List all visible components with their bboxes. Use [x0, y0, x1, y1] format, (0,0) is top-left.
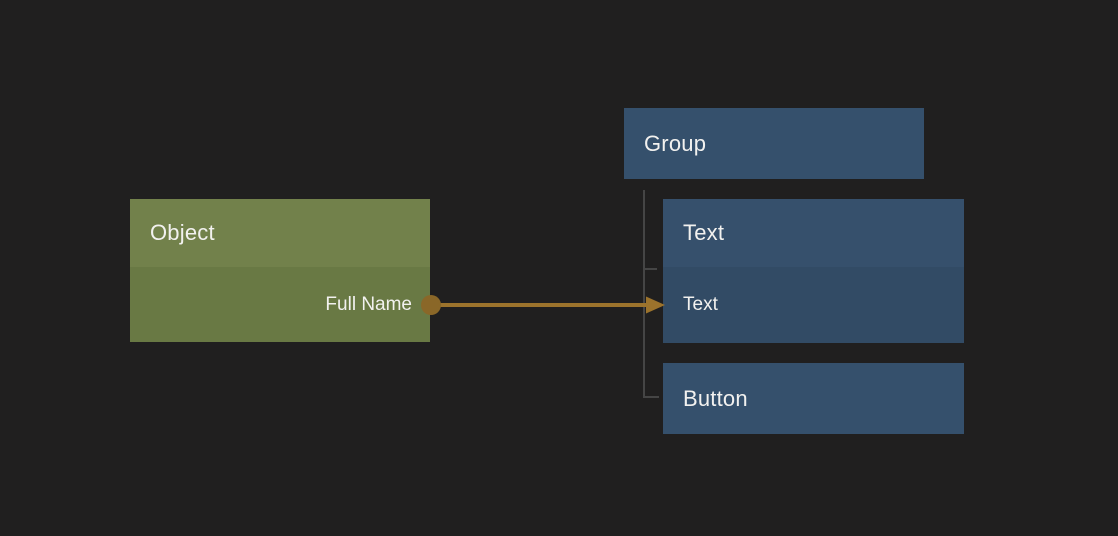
- text-row-label: Text: [683, 294, 718, 315]
- text-node[interactable]: Text Text: [663, 199, 964, 343]
- full-name-field-row[interactable]: Full Name: [130, 267, 430, 342]
- text-field-row[interactable]: Text: [663, 267, 964, 343]
- group-node-title: Group: [644, 130, 707, 156]
- object-node-header: Object: [130, 199, 430, 267]
- full-name-label: Full Name: [325, 293, 412, 315]
- object-node[interactable]: Object Full Name: [130, 199, 430, 342]
- tree-connector-line: [643, 190, 659, 398]
- connection-arrow[interactable]: [421, 295, 665, 315]
- object-node-title: Object: [150, 220, 215, 245]
- button-node[interactable]: Button: [663, 363, 964, 434]
- text-node-title: Text: [683, 220, 725, 245]
- button-node-title: Button: [683, 385, 748, 411]
- group-node[interactable]: Group: [624, 108, 924, 179]
- text-node-header: Text: [663, 199, 964, 267]
